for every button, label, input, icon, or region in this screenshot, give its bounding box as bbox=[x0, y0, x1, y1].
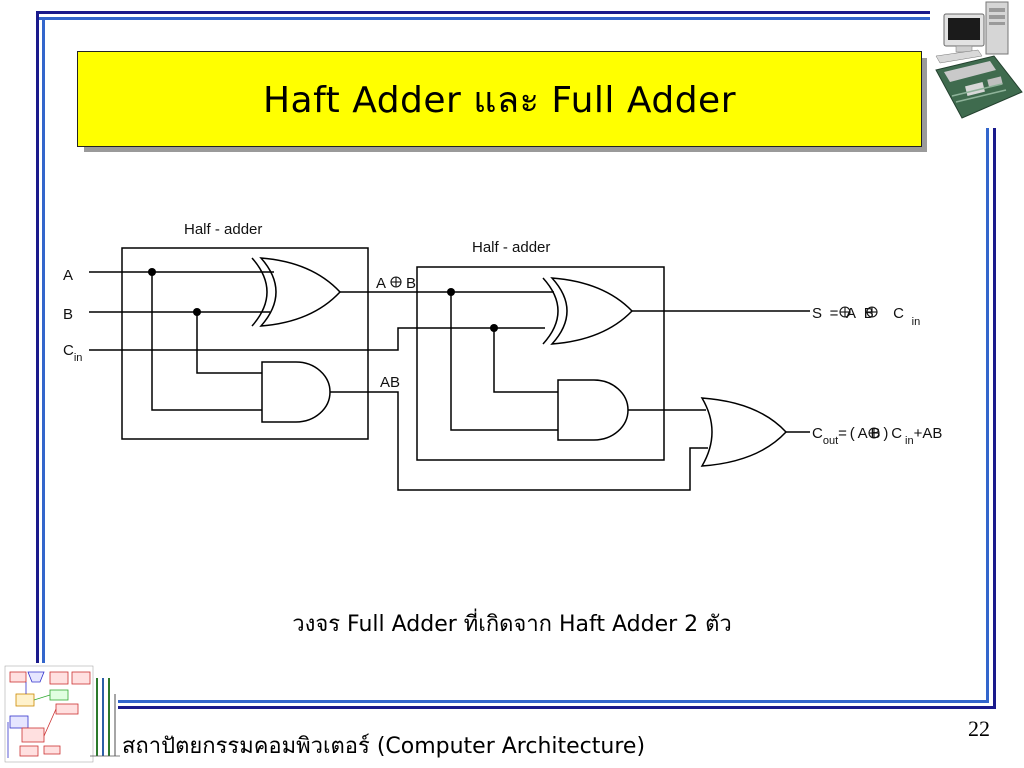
xor-gate-2 bbox=[542, 277, 634, 345]
and-signal-label: AB bbox=[380, 374, 400, 391]
slide-title: Haft Adder และ Full Adder bbox=[262, 79, 736, 121]
junction-a bbox=[148, 268, 156, 276]
footer-course-title: สถาปัตยกรรมคอมพิวเตอร์ (Computer Archite… bbox=[122, 734, 646, 759]
frame-left-rule-inner bbox=[42, 17, 45, 663]
frame-top-rule bbox=[36, 11, 930, 14]
wire-input-cin bbox=[89, 327, 545, 351]
frame-left-rule bbox=[36, 11, 39, 663]
wire-xor1-output bbox=[340, 291, 558, 431]
frame-top-rule-inner bbox=[36, 17, 930, 20]
junction-xor1 bbox=[447, 288, 455, 296]
diagram-caption: วงจร Full Adder ที่เกิดจาก Haft Adder 2 … bbox=[292, 612, 732, 637]
xor-gate-1 bbox=[251, 257, 342, 327]
wire-input-b bbox=[89, 311, 270, 374]
computer-hardware-icon bbox=[935, 1, 1023, 119]
frame-right-rule bbox=[993, 128, 996, 708]
half-adder-2-label: Half - adder bbox=[472, 239, 550, 256]
wire-cin-branch bbox=[493, 328, 558, 393]
title-banner: Haft Adder และ Full Adder bbox=[77, 51, 922, 147]
and-gate-2 bbox=[557, 379, 629, 441]
junction-cin bbox=[490, 324, 498, 332]
xor-symbol-mark bbox=[390, 276, 402, 288]
frame-bottom-rule bbox=[118, 706, 996, 709]
wire-and1-output bbox=[330, 391, 708, 491]
frame-right-rule-inner bbox=[986, 128, 989, 702]
half-adder-1-label: Half - adder bbox=[184, 221, 262, 238]
frame-bottom-rule-inner bbox=[118, 700, 989, 703]
half-adder-2-box bbox=[416, 266, 665, 461]
page-number: 22 bbox=[968, 716, 990, 741]
input-a-label: A bbox=[63, 267, 73, 284]
input-b-label: B bbox=[63, 306, 73, 323]
xor-symbol-mark bbox=[839, 306, 851, 318]
half-adder-1-box bbox=[121, 247, 369, 440]
and-gate-1 bbox=[261, 361, 331, 423]
or-gate bbox=[700, 397, 788, 467]
input-cin-label: Cin bbox=[63, 342, 82, 364]
computer-architecture-diagram-icon bbox=[4, 665, 120, 763]
xor-symbol-mark bbox=[866, 306, 878, 318]
junction-b bbox=[193, 308, 201, 316]
wire-input-a bbox=[89, 271, 274, 411]
xor-symbol-mark bbox=[868, 427, 880, 439]
